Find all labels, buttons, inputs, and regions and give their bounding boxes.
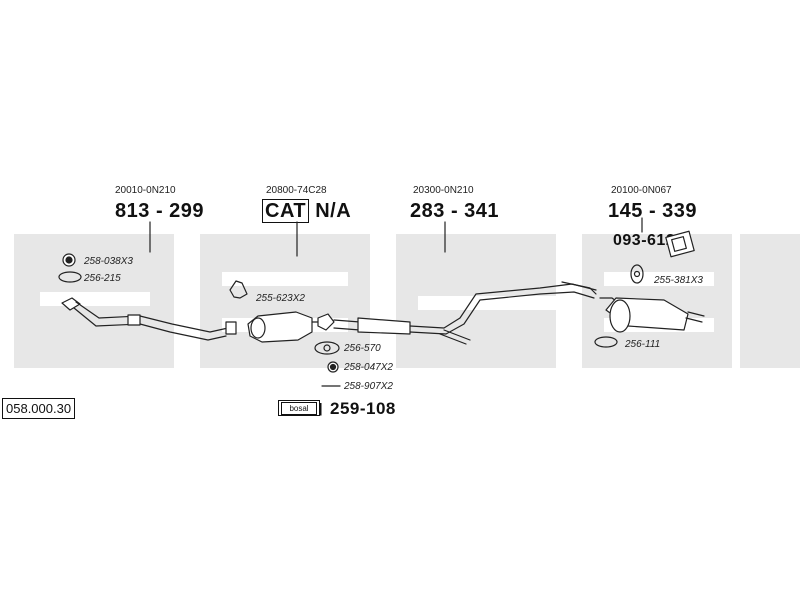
dash: - — [648, 200, 657, 222]
nut-icon — [62, 253, 76, 267]
gasket-icon — [594, 336, 618, 348]
kit-code: 259-108 — [330, 399, 396, 418]
oem-ref-1: 20010-0N210 — [115, 185, 176, 196]
catalog-number: 058.000.30 — [2, 398, 76, 419]
bosal-badge-frame — [278, 400, 322, 416]
dash: - — [450, 200, 459, 222]
middle-pipe-icon — [333, 281, 597, 345]
bosal-logo: bosal — [278, 400, 322, 416]
part-code-4: 145 - 339 — [608, 200, 697, 223]
part-code-4-a: 145 — [608, 200, 643, 222]
rear-muffler-icon — [599, 297, 705, 333]
gasket-icon — [58, 271, 82, 283]
flange-icon — [317, 313, 335, 331]
hanger-icon — [665, 230, 695, 258]
front-pipe-icon — [61, 297, 237, 341]
nut-icon — [327, 361, 339, 373]
part-code-2-value: N/A — [315, 200, 352, 222]
part-code-4-extra: 093-612 — [613, 232, 676, 249]
part-label-256-570: 256-570 — [344, 343, 381, 354]
part-code-3-a: 283 — [410, 200, 445, 222]
part-label-255-381: 255-381X3 — [654, 275, 703, 286]
oem-ref-2: 20800-74C28 — [266, 185, 327, 196]
part-label-258-047: 258-047X2 — [344, 362, 393, 373]
part-label-258-907: 258-907X2 — [344, 381, 393, 392]
part-code-4-b: 339 — [662, 200, 698, 222]
rubber-ring-icon — [630, 264, 644, 284]
oem-ref-4: 20100-0N067 — [611, 185, 672, 196]
flange-gasket-icon — [229, 280, 248, 299]
part-code-2: CAT N/A — [262, 199, 352, 223]
gasket-triangle-icon — [314, 341, 340, 355]
bosal-brand: bosal — [281, 402, 317, 415]
dash: - — [155, 200, 164, 222]
part-label-255-623: 255-623X2 — [256, 293, 305, 304]
part-code-1: 813 - 299 — [115, 200, 204, 223]
part-code-3-b: 341 — [464, 200, 500, 222]
part-label-256-111: 256-111 — [625, 339, 661, 350]
cat-label: CAT — [262, 199, 310, 223]
part-label-256-215: 256-215 — [84, 273, 121, 284]
catalytic-converter-icon — [247, 311, 323, 343]
part-label-258-038: 258-038X3 — [84, 256, 133, 267]
bosal-watermark-band — [14, 234, 800, 368]
oem-ref-3: 20300-0N210 — [413, 185, 474, 196]
part-code-1-a: 813 — [115, 200, 150, 222]
part-code-1-b: 299 — [169, 200, 205, 222]
part-code-3: 283 - 341 — [410, 200, 499, 223]
